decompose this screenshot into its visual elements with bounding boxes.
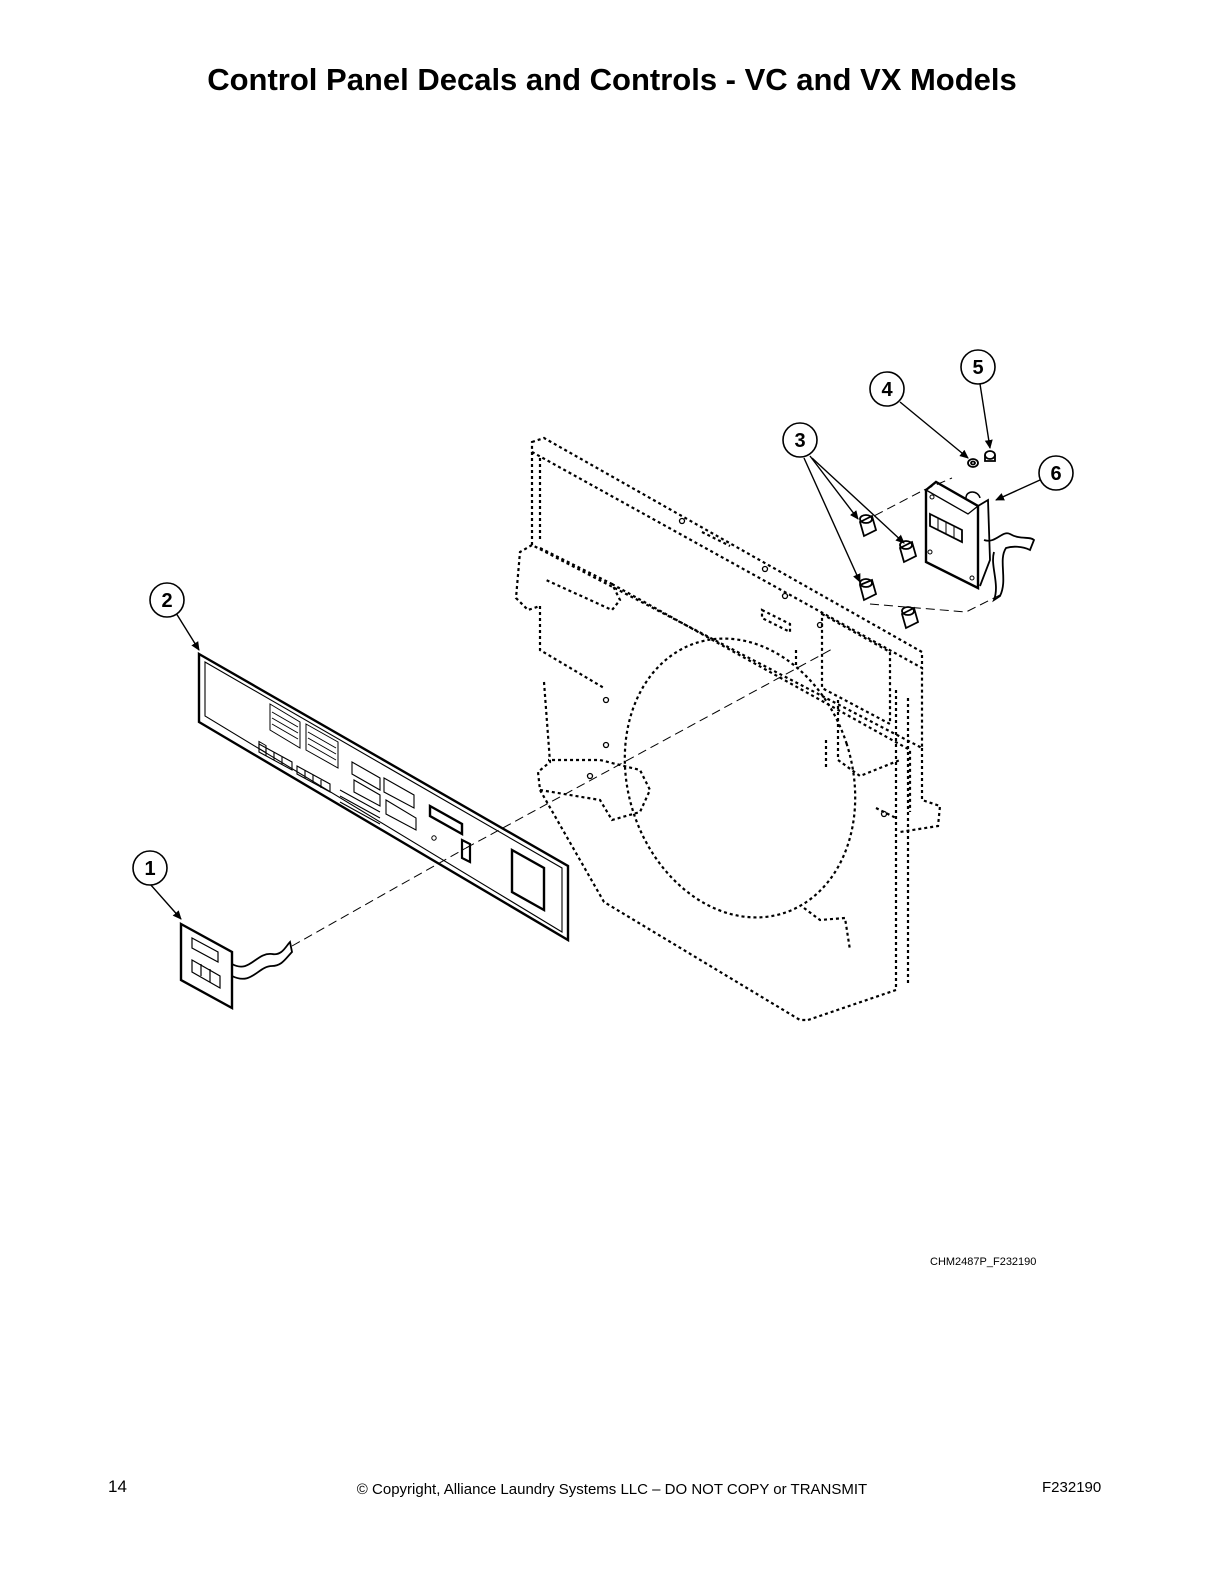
keypad-control <box>179 921 293 1011</box>
console-housing <box>514 436 942 1022</box>
callout-2: 2 <box>149 582 185 618</box>
svg-text:3: 3 <box>794 430 805 452</box>
standoff-spacers <box>858 514 920 630</box>
callout-5: 5 <box>960 349 996 385</box>
housing-holes <box>586 517 888 818</box>
svg-text:2: 2 <box>161 590 172 612</box>
copyright-notice: © Copyright, Alliance Laundry Systems LL… <box>356 1481 868 1498</box>
callout-1: 1 <box>132 850 168 886</box>
control-panel-decal <box>197 651 570 943</box>
callout-leaders <box>149 383 1041 920</box>
svg-text:4: 4 <box>881 379 893 401</box>
callout-6: 6 <box>1038 455 1074 491</box>
decal-buttons <box>258 740 417 831</box>
svg-text:1: 1 <box>144 858 155 880</box>
page-number: 14 <box>108 1477 127 1496</box>
display-board <box>924 480 1036 603</box>
page-title: Control Panel Decals and Controls - VC a… <box>207 62 1017 97</box>
drawing-code: CHM2487P_F232190 <box>930 1256 1037 1268</box>
svg-text:5: 5 <box>972 357 983 379</box>
washer-and-nut <box>967 450 996 468</box>
svg-text:6: 6 <box>1050 463 1061 485</box>
decal-grille <box>269 703 339 769</box>
document-id: F232190 <box>1042 1479 1102 1496</box>
callout-3: 3 <box>782 422 818 458</box>
assembly-lines <box>291 477 1003 947</box>
callout-4: 4 <box>869 371 905 407</box>
